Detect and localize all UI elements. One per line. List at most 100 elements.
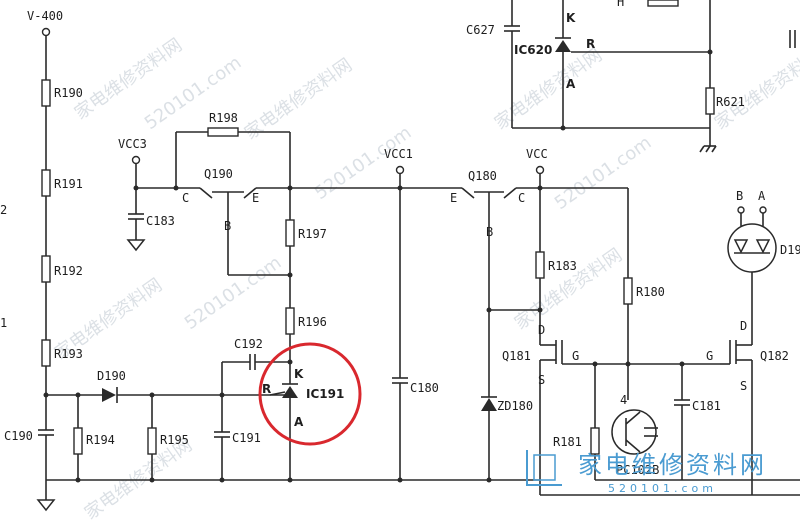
ground-icon [36, 499, 56, 512]
d19-pin-a [759, 206, 767, 214]
c183-label: C183 [146, 214, 175, 228]
d190-diode [102, 388, 116, 402]
c180-label: C180 [410, 381, 439, 395]
r196-resistor [285, 307, 295, 335]
q190-e-label: E [252, 191, 259, 205]
zd180-zener [481, 398, 497, 411]
q182-section: B A D19 D G S Q182 [706, 189, 800, 480]
pc102b-label: PC102B [616, 463, 659, 477]
r191-resistor [41, 169, 51, 197]
q182-s-label: S [740, 379, 747, 393]
r183-resistor [535, 251, 545, 279]
pc102b-pin-label: 4 [620, 393, 627, 407]
q182-d-label: D [740, 319, 747, 333]
zd180-label: ZD180 [497, 399, 533, 413]
r197-resistor [285, 219, 295, 247]
r194-resistor [73, 427, 83, 455]
q181-d-label: D [538, 323, 545, 337]
ic620-k-label: K [566, 11, 576, 25]
r180-label: R180 [636, 285, 665, 299]
r190-resistor [41, 79, 51, 107]
c627-label: C627 [466, 23, 495, 37]
q182-g-label: G [706, 349, 713, 363]
vcc-terminal [535, 165, 545, 175]
q180-e-label: E [450, 191, 457, 205]
d19-a-label: A [758, 189, 766, 203]
v400-label: V-400 [27, 9, 63, 23]
watermark-text: 家电维修资料网 [491, 45, 606, 134]
r621-resistor [705, 87, 715, 115]
ic191-label: IC191 [306, 387, 344, 401]
r192-label: R192 [54, 264, 83, 278]
r190-label: R190 [54, 86, 83, 100]
edge-label-2: 2 [0, 203, 7, 217]
watermark-url: 520101.com [551, 132, 656, 214]
r194-label: R194 [86, 433, 115, 447]
vcc-label: VCC [526, 147, 548, 161]
c190-label: C190 [4, 429, 33, 443]
r198-label: R198 [209, 111, 238, 125]
q180-section: Q180 E C B VCC R183 ZD180 [450, 147, 628, 480]
ic620-regulator [555, 40, 571, 52]
logo-text: 家电维修资料网 [578, 451, 767, 479]
q180-label: Q180 [468, 169, 497, 183]
c192-label: C192 [234, 337, 263, 351]
ic620-r-label: R [586, 37, 595, 51]
d19-pin-b [737, 206, 745, 214]
r180-resistor [623, 277, 633, 305]
d19-label: D19 [780, 243, 800, 257]
vcc1-label: VCC1 [384, 147, 413, 161]
r183-label: R183 [548, 259, 577, 273]
q181-label: Q181 [502, 349, 531, 363]
q190-c-label: C [182, 191, 189, 205]
d19-b-label: B [736, 189, 743, 203]
logo-url: 520101.com [608, 482, 717, 495]
ic191-regulator: K R A IC191 [258, 340, 362, 480]
c191-label: C191 [232, 431, 261, 445]
r180-section: R180 4 PC102B C181 [595, 188, 721, 480]
ic620-a-label: A [566, 77, 576, 91]
left-divider: V-400 R190 R191 R192 R193 C190 2 1 [0, 9, 83, 512]
c181-label: C181 [692, 399, 721, 413]
r197-label: R197 [298, 227, 327, 241]
vcc1-terminal [395, 165, 405, 175]
q182-label: Q182 [760, 349, 789, 363]
r195-resistor [147, 427, 157, 455]
q181-g-label: G [572, 349, 579, 363]
ic191-k-label: K [294, 367, 304, 381]
q190-b-label: B [224, 219, 231, 233]
q181-s-label: S [538, 373, 545, 387]
watermark-text: 家电维修资料网 [711, 45, 800, 134]
ic191-r-label: R [262, 382, 271, 396]
ground-icon [126, 239, 146, 252]
d190-label: D190 [97, 369, 126, 383]
h-label: H [617, 0, 624, 9]
pc102b-optocoupler [611, 409, 657, 455]
vcc3-terminal [131, 155, 141, 165]
r191-label: R191 [54, 177, 83, 191]
ic191-a-label: A [294, 415, 304, 429]
ic620-label: IC620 [514, 43, 552, 57]
vcc3-label: VCC3 [118, 137, 147, 151]
watermark-text: 家电维修资料网 [241, 55, 356, 144]
watermark-url: 520101.com [181, 252, 286, 334]
sense-line: D190 R194 R195 C191 C192 [46, 337, 290, 480]
r181-label: R181 [553, 435, 582, 449]
r195-label: R195 [160, 433, 189, 447]
r198-resistor [207, 127, 239, 137]
logo-book-icon [526, 450, 562, 486]
q180-c-label: C [518, 191, 525, 205]
r193-label: R193 [54, 347, 83, 361]
v400-terminal [41, 27, 51, 37]
r192-resistor [41, 255, 51, 283]
q190-label: Q190 [204, 167, 233, 181]
r193-resistor [41, 339, 51, 367]
vcc1-rail: VCC1 C180 [290, 147, 462, 480]
r196-label: R196 [298, 315, 327, 329]
highlight-circle [258, 342, 362, 446]
edge-label-1: 1 [0, 316, 7, 330]
site-logo: 家电维修资料网 520101.com [526, 450, 767, 495]
r621-label: R621 [716, 95, 745, 109]
top-partial-section: C627 K R A IC620 R621 H [466, 0, 796, 153]
